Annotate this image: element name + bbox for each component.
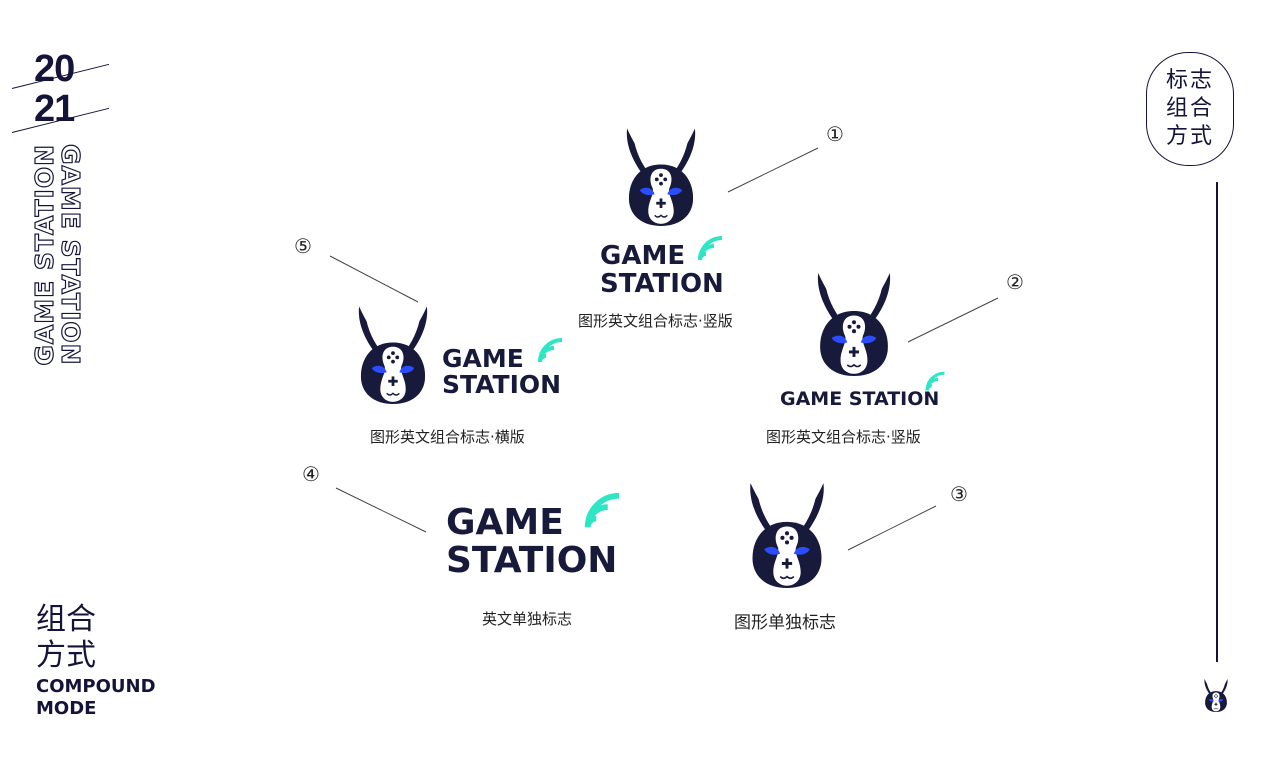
caption-item-2: 图形英文组合标志·竖版	[766, 428, 921, 446]
wordmark-vertical-1: GAME STATION	[600, 242, 724, 298]
section-title-en: COMPOUND MODE	[36, 676, 156, 720]
caption-item-1: 图形英文组合标志·竖版	[578, 312, 733, 330]
rabbit-logo-icon	[817, 272, 891, 376]
wordmark-standalone: GAME STATION	[446, 504, 617, 580]
caption-item-3: 图形单独标志	[734, 613, 836, 633]
wordmark-horizontal: GAME STATION	[442, 346, 561, 398]
wordmark-line2: STATION	[446, 540, 618, 581]
wordmark-line1: GAME	[446, 502, 564, 543]
wifi-signal-icon	[698, 236, 723, 261]
number-item-1: ①	[826, 122, 844, 146]
rabbit-logo-icon	[626, 127, 696, 226]
rabbit-logo-icon	[749, 482, 825, 588]
section-title-cn: 组合 方式	[36, 602, 96, 674]
wordmark-line1: GAME	[442, 344, 524, 373]
wordmark-line2: STATION	[442, 370, 562, 399]
wordmark-single-line: GAME STATION	[780, 388, 940, 410]
side-title-1: GAME STATION	[55, 143, 85, 366]
section-badge: 标志组合方式	[1146, 52, 1234, 166]
section-title-en-line2: MODE	[36, 698, 97, 719]
wordmark-line1: GAME	[600, 241, 686, 271]
caption-item-4: 英文单独标志	[482, 610, 573, 628]
number-item-4: ④	[302, 462, 320, 486]
vertical-rule	[1216, 182, 1218, 662]
wifi-signal-icon	[538, 338, 563, 363]
section-title-en-line1: COMPOUND	[36, 676, 156, 697]
wifi-signal-icon	[925, 371, 945, 391]
caption-item-5: 图形英文组合标志·横版	[370, 428, 525, 446]
wordmark-line2: STATION	[600, 269, 724, 299]
rabbit-logo-icon	[358, 305, 428, 404]
badge-label: 标志组合方式	[1165, 68, 1214, 149]
number-item-3: ③	[950, 482, 968, 506]
number-item-5: ⑤	[294, 234, 312, 258]
wifi-signal-icon	[584, 492, 620, 528]
section-title-cn-line2: 方式	[36, 638, 96, 673]
section-title-cn-line1: 组合	[36, 602, 96, 637]
number-item-2: ②	[1006, 270, 1024, 294]
